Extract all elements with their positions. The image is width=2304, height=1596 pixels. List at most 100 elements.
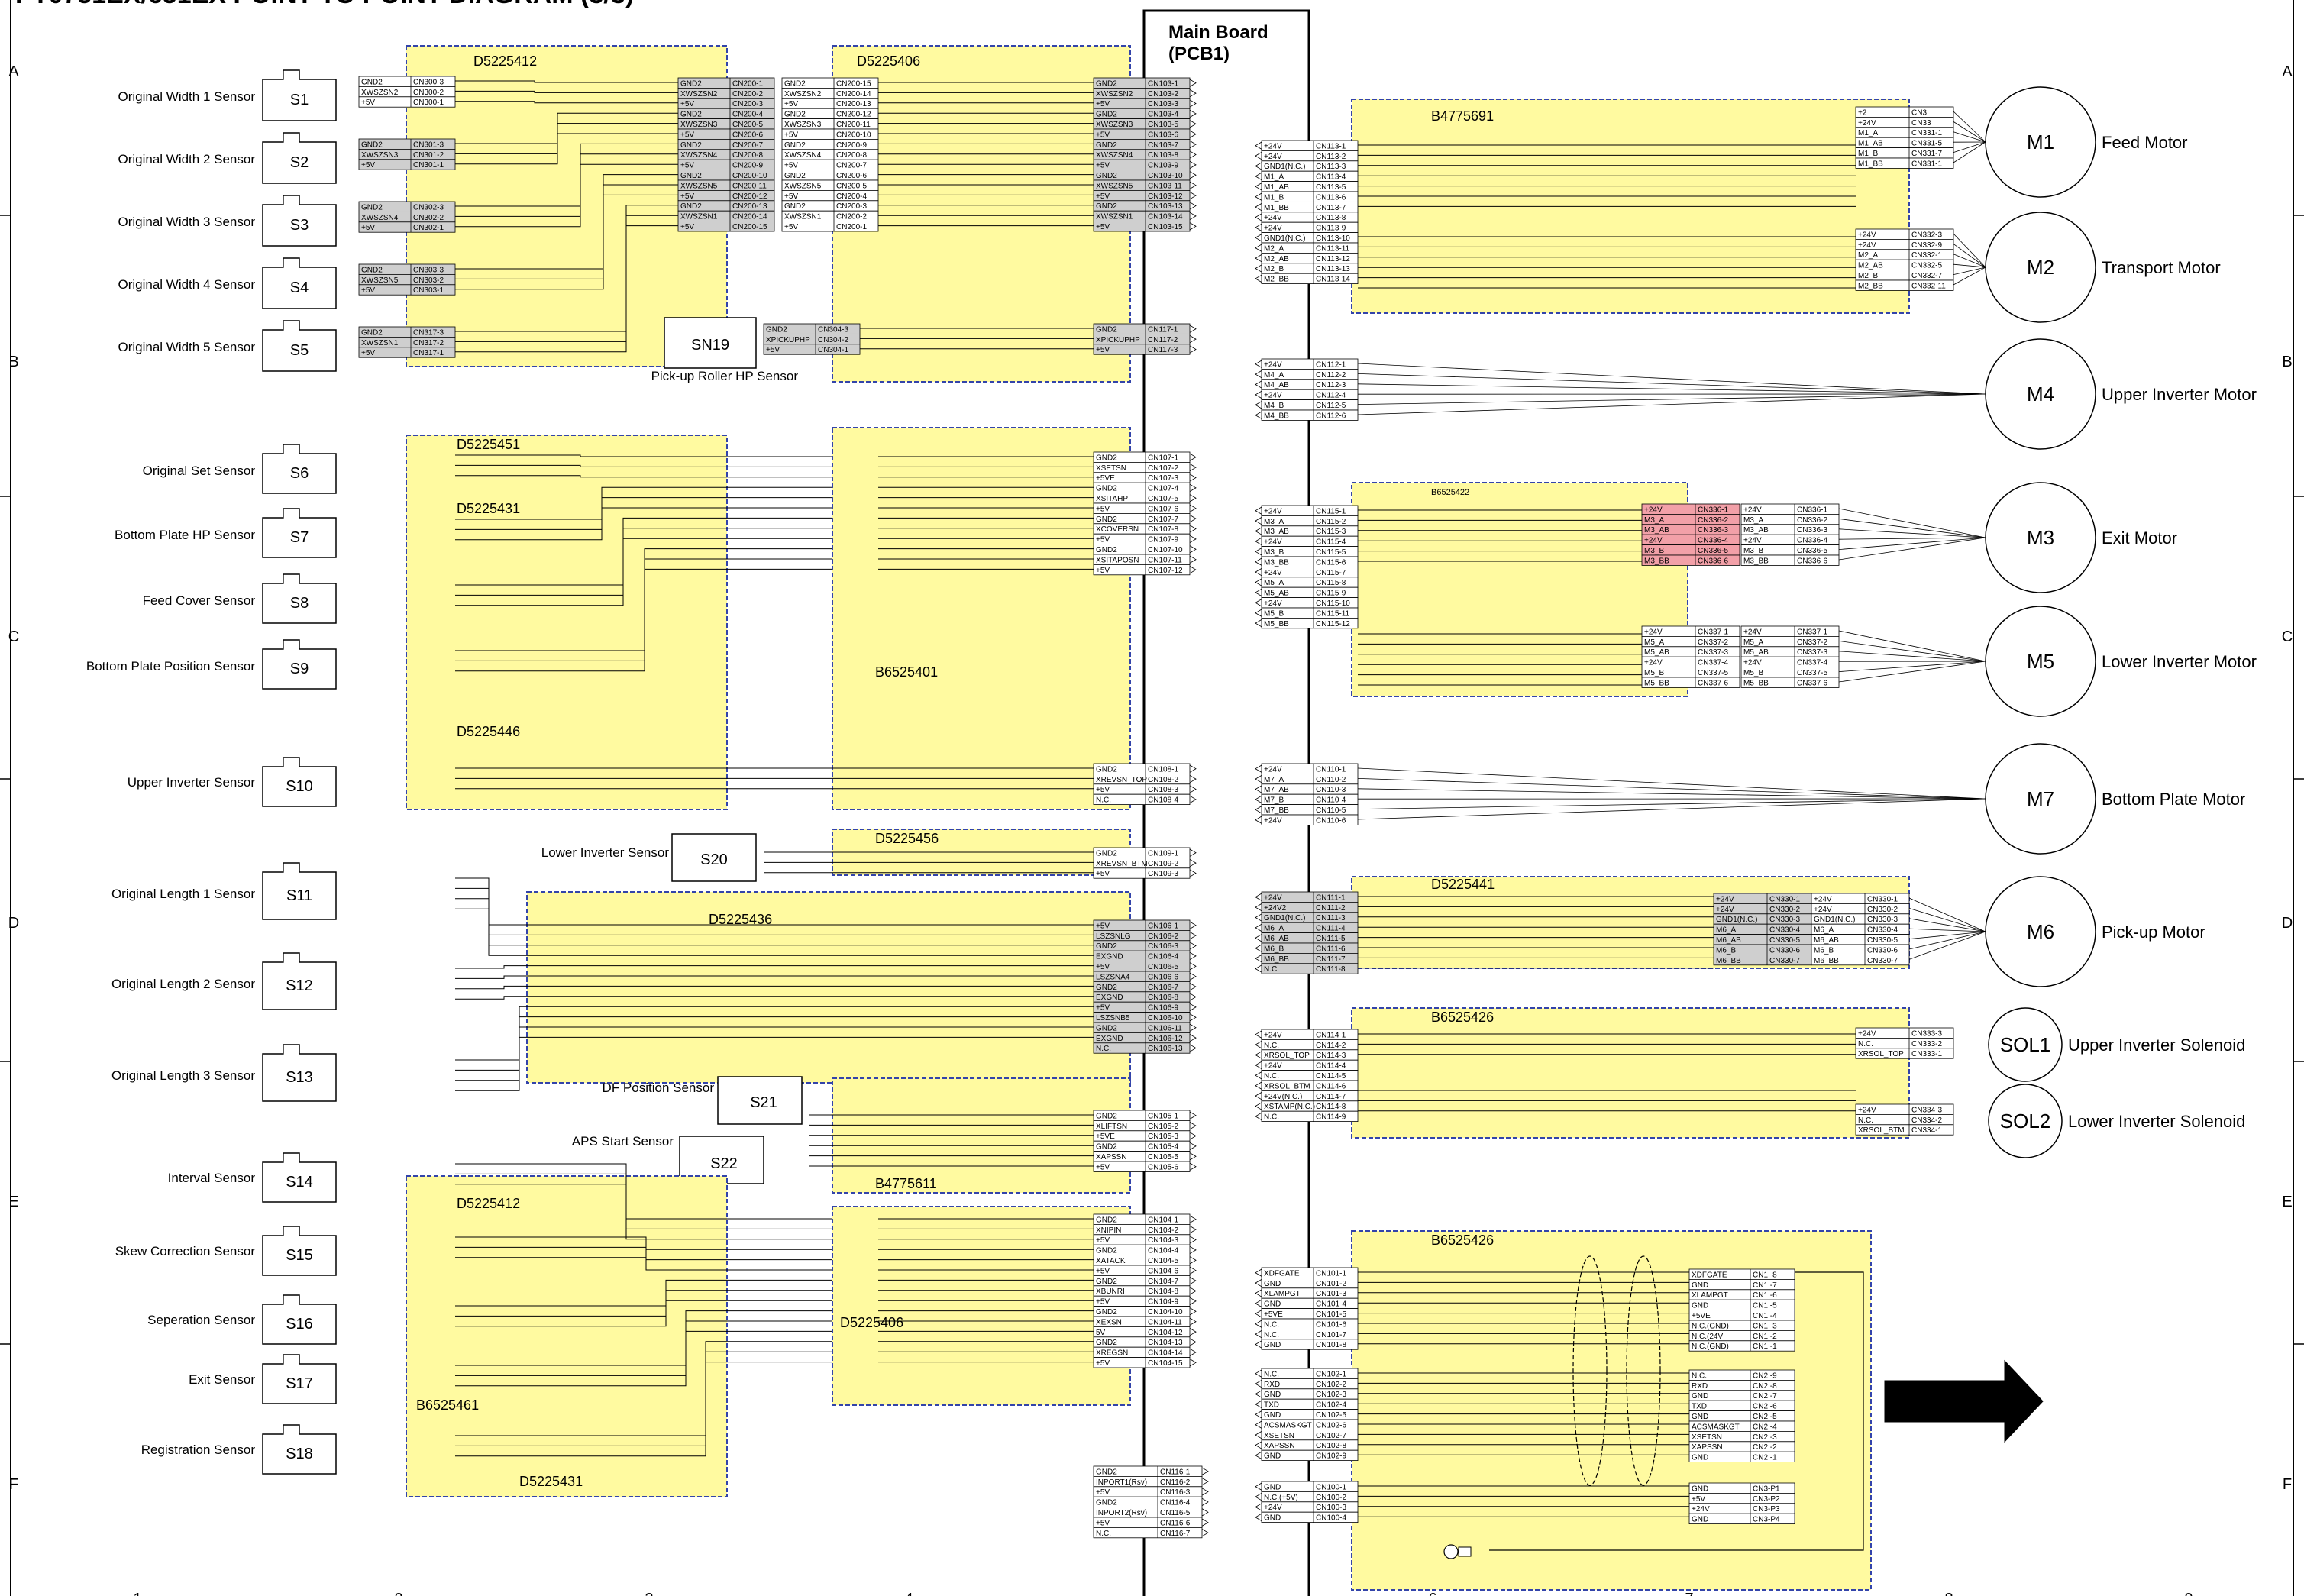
connector-arrow: [1255, 795, 1262, 803]
pin-number: CN112-6: [1316, 412, 1346, 420]
pin-number: CN102-6: [1316, 1421, 1346, 1430]
pin-number: CN106-12: [1148, 1035, 1183, 1043]
pin-signal: +5V: [361, 99, 375, 107]
pin-signal: +5V: [1096, 963, 1110, 971]
wire: [455, 464, 832, 467]
load-name: Exit Motor: [2102, 528, 2177, 548]
pin-number: CN337-4: [1797, 659, 1827, 667]
connector-pin-row: [1261, 1449, 1359, 1461]
pin-signal: N.C.(GND): [1692, 1322, 1729, 1330]
pin-signal: GND2: [1096, 141, 1117, 150]
pin-signal: XPICKUPHP: [766, 336, 810, 344]
pin-number: CN104-6: [1148, 1267, 1178, 1275]
connector-pin-row: [1093, 793, 1191, 805]
pin-signal: M5_BB: [1743, 679, 1769, 687]
pin-number: CN336-2: [1797, 516, 1827, 525]
pin-signal: XSETSN: [1264, 1432, 1294, 1440]
sensor-name: Original Length 3 Sensor: [111, 1068, 255, 1083]
sensor-id: S17: [286, 1375, 313, 1392]
connector-arrow: [1255, 360, 1262, 368]
connector-arrow: [1189, 795, 1197, 803]
pin-signal: GND2: [361, 328, 383, 337]
sensor-body-s4: [262, 257, 337, 309]
pin-number: CN337-1: [1797, 628, 1827, 636]
pin-signal: XWSZSN5: [784, 182, 822, 190]
pin-number: CN114-4: [1316, 1062, 1346, 1071]
sensor-body-s12: [262, 952, 337, 1010]
connector-arrow: [1255, 903, 1262, 912]
pin-signal: M5_B: [1743, 669, 1763, 677]
connector-arrow: [1255, 557, 1262, 566]
pin-number: CN1 -7: [1753, 1281, 1777, 1290]
pin-signal: M2_AB: [1264, 255, 1289, 263]
connector-arrow: [1201, 1497, 1209, 1506]
wire: [455, 1036, 1094, 1091]
connector-arrow: [1255, 806, 1262, 814]
pin-number: CN2 -7: [1753, 1392, 1777, 1401]
connector-arrow: [1255, 1081, 1262, 1090]
pin-signal: M6_A: [1814, 926, 1834, 935]
wire: [455, 1362, 832, 1457]
pin-number: CN337-1: [1698, 628, 1728, 636]
pin-signal: XBUNRI: [1096, 1287, 1125, 1296]
grid-col-label: 3: [645, 1591, 653, 1596]
pin-number: CN116-4: [1160, 1499, 1191, 1507]
ground-lug: [1458, 1546, 1472, 1557]
connector-arrow: [1189, 345, 1197, 354]
pin-signal: EXGND: [1096, 953, 1123, 961]
pin-signal: +5V: [1096, 223, 1110, 231]
pin-signal: +5V: [1096, 1236, 1110, 1245]
connector-arrow: [1189, 972, 1197, 981]
pin-number: CN103-2: [1148, 90, 1178, 99]
pin-signal: +24V: [1743, 659, 1762, 667]
pin-number: CN333-1: [1911, 1050, 1942, 1058]
board-label: D5225441: [1431, 877, 1495, 892]
wire-to-motor: [1357, 778, 1986, 800]
pin-number: CN200-5: [836, 182, 867, 190]
pin-number: CN107-8: [1148, 525, 1178, 534]
pin-signal: XSITAHP: [1096, 495, 1128, 503]
pin-number: CN337-3: [1698, 648, 1728, 657]
wire-to-motor: [1838, 508, 1986, 538]
pin-number: CN114-9: [1316, 1113, 1346, 1122]
sensor-body-s16: [262, 1294, 337, 1345]
sensor-id: S9: [290, 661, 309, 677]
connector-arrow: [1255, 183, 1262, 191]
connector-arrow: [1255, 152, 1262, 160]
pin-number: CN200-15: [732, 223, 767, 231]
pin-number: CN337-3: [1797, 648, 1827, 657]
pin-number: CN1 -8: [1753, 1271, 1777, 1279]
connector-pin-row: [358, 159, 456, 170]
wire-to-motor: [1953, 267, 1986, 275]
sensor-id: S10: [286, 778, 313, 795]
pin-number: CN2 -9: [1753, 1371, 1777, 1380]
pin-number: CN333-2: [1911, 1040, 1942, 1048]
grid-col-label: 7: [1685, 1591, 1693, 1596]
connector-pin-row: [1261, 618, 1359, 629]
pin-signal: +24V: [1264, 538, 1282, 547]
pin-number: CN200-15: [836, 79, 871, 88]
wire-to-motor: [1838, 528, 1986, 538]
pin-number: CN200-11: [732, 182, 767, 190]
pin-number: CN102-5: [1316, 1411, 1346, 1420]
connector-arrow: [1255, 254, 1262, 263]
connector-arrow: [1189, 535, 1197, 543]
pin-signal: GND2: [784, 141, 806, 150]
pin-number: CN105-3: [1148, 1132, 1178, 1141]
pin-number: CN332-3: [1911, 231, 1942, 239]
pin-signal: +5V: [361, 161, 375, 170]
wire-to-motor: [1838, 519, 1986, 538]
load-name: Upper Inverter Motor: [2102, 385, 2257, 404]
connector-arrow: [1189, 1266, 1197, 1275]
connector-arrow: [1189, 566, 1197, 574]
wire-to-motor: [1357, 788, 1986, 800]
pin-number: CN114-2: [1316, 1042, 1346, 1050]
pin-number: CN104-4: [1148, 1247, 1178, 1255]
pin-signal: +24V: [1858, 119, 1876, 128]
wire-to-motor: [1953, 121, 1986, 143]
pin-number: CN100-2: [1316, 1494, 1346, 1502]
connector-arrow: [1189, 545, 1197, 554]
pin-number: CN336-4: [1797, 537, 1827, 545]
wire: [455, 996, 1094, 1000]
pin-number: CN300-2: [413, 89, 444, 97]
